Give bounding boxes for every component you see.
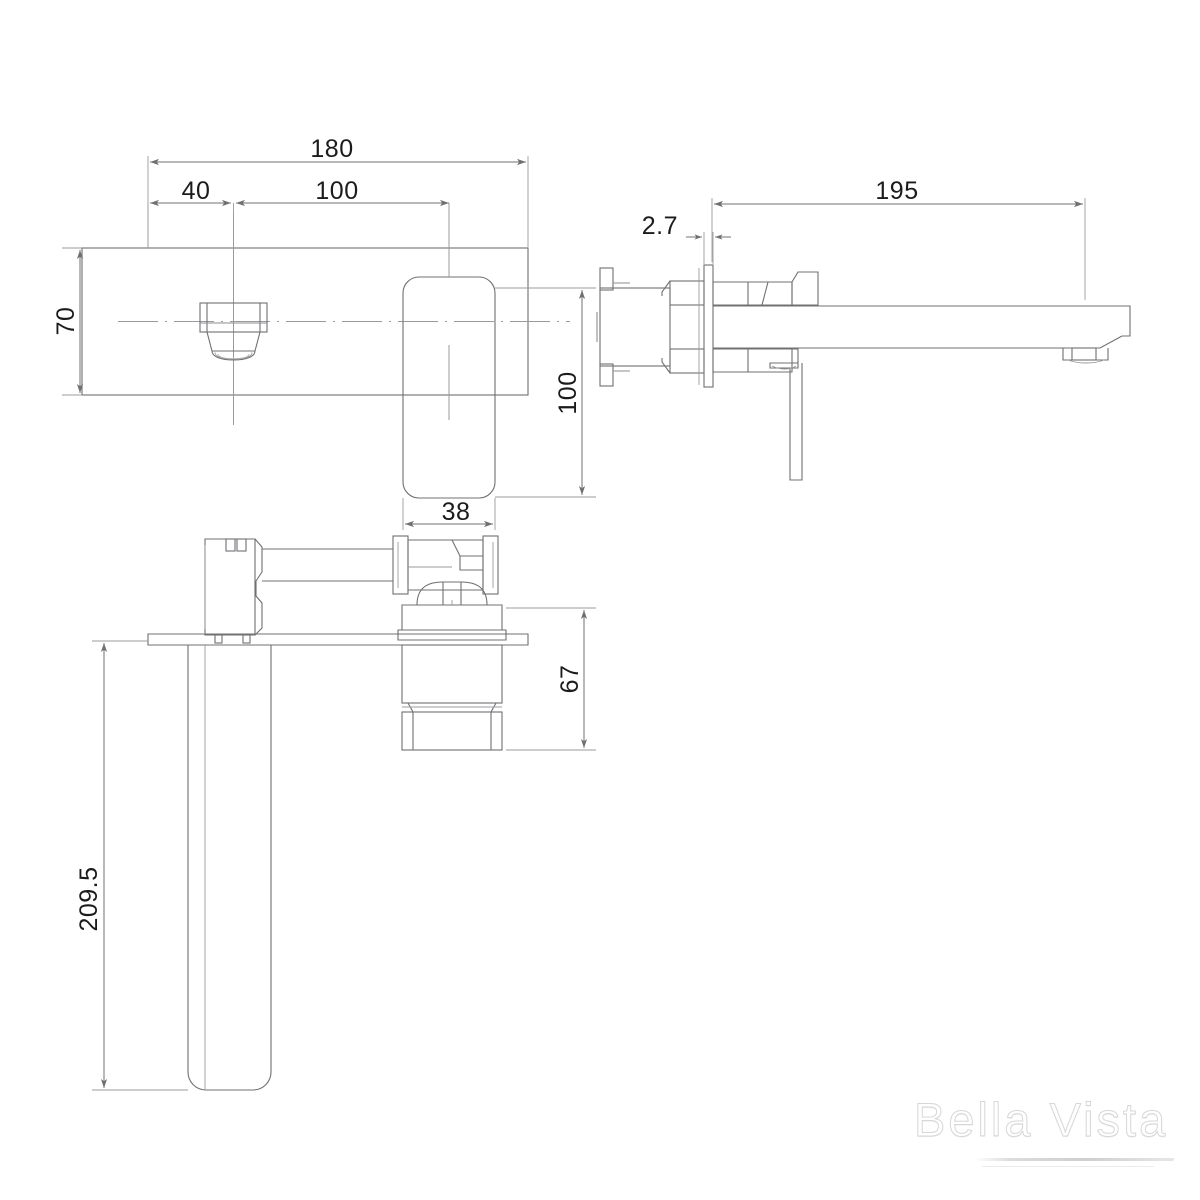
front-elevation-view (62, 156, 596, 530)
dimension-38 (402, 498, 496, 530)
dimension-label-67: 67 (556, 665, 584, 694)
plan-valve-barrel (401, 644, 503, 751)
dimension-70 (62, 247, 84, 396)
plan-valve-arm (392, 535, 499, 595)
dimension-label-40: 40 (182, 177, 211, 205)
dimension-label-100-horizontal: 100 (315, 177, 358, 205)
side-mixer-body (712, 271, 819, 373)
dimension-2-7 (686, 232, 731, 264)
side-rough-in-body (596, 267, 705, 387)
side-elevation-view (596, 198, 1131, 481)
plan-valve-dome (416, 581, 488, 606)
plan-spout-outlet (204, 538, 263, 644)
dimension-label-195: 195 (875, 177, 918, 205)
side-wall-plate (698, 264, 714, 388)
plan-valve-collar (397, 600, 507, 641)
dimension-40 (147, 199, 234, 248)
side-spout-arm (713, 305, 1131, 364)
dimension-67 (506, 607, 596, 751)
plan-spout-body (187, 645, 272, 1091)
dimension-100-vertical (495, 287, 596, 498)
dimension-label-70: 70 (52, 307, 80, 336)
dimension-label-38: 38 (442, 498, 471, 526)
plan-spout-tube (262, 548, 393, 582)
dimension-label-209-5: 209.5 (75, 866, 103, 931)
dimension-195 (711, 198, 1086, 300)
front-lever-handle (402, 276, 496, 499)
dimension-209-5 (92, 640, 188, 1091)
plan-view (92, 535, 596, 1091)
dimension-label-180: 180 (310, 135, 353, 163)
front-spout-outlet (199, 302, 268, 361)
side-lever-handle (769, 362, 803, 481)
dimension-label-100-vertical: 100 (554, 371, 582, 414)
dimension-labels: 180 40 100 70 100 38 2.7 195 67 209.5 (52, 135, 918, 932)
dimension-label-2-7: 2.7 (642, 212, 678, 240)
